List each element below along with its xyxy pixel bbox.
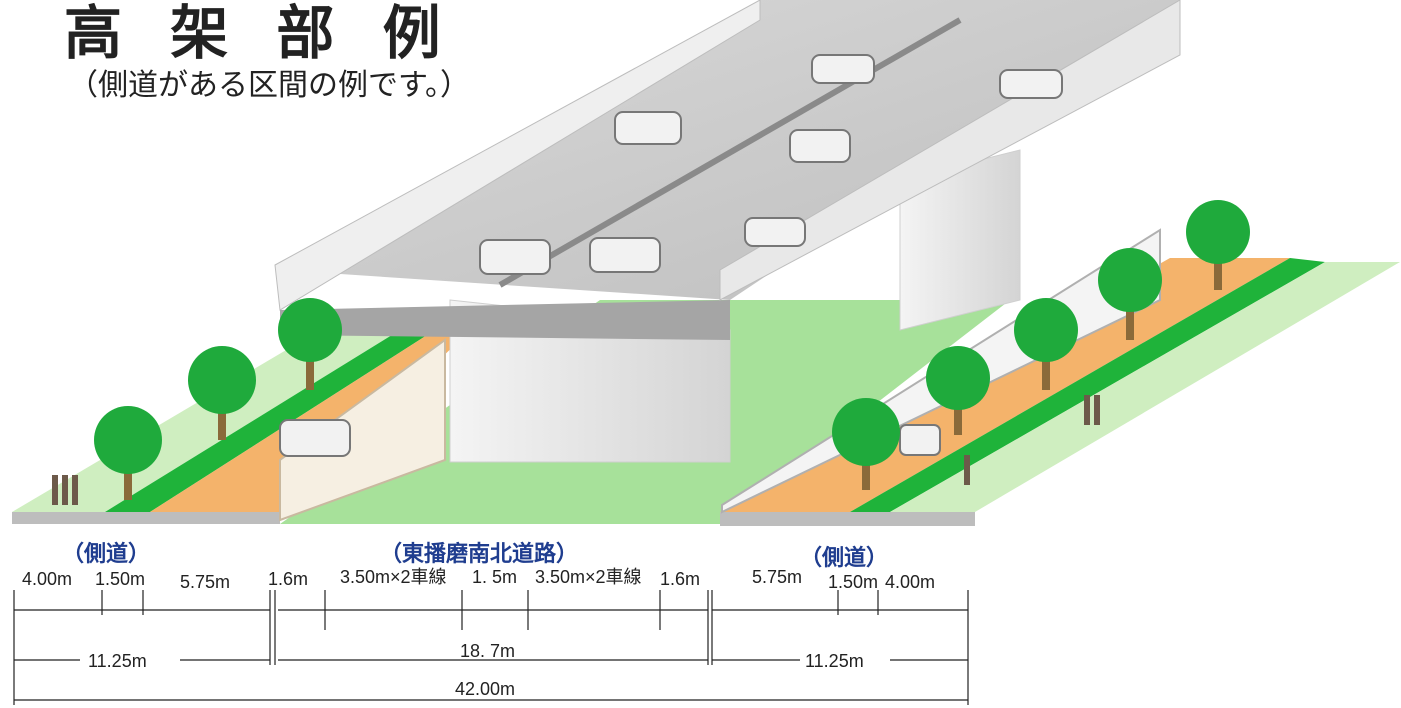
- dim-lanes-2: 3.50m×2車線: [535, 567, 642, 587]
- tree: [1098, 248, 1162, 340]
- center-section-label: （東播磨南北道路）: [380, 541, 578, 567]
- deck-underside: [280, 300, 730, 340]
- left-noise-barrier: [279, 338, 446, 522]
- dim-left-shoulder: 1.6m: [268, 569, 308, 589]
- right-section-label: （側道）: [800, 545, 888, 571]
- pedestrian: [964, 455, 970, 485]
- car: [789, 129, 851, 163]
- right-curb: [720, 512, 975, 526]
- dim-right-total: 11.25m: [805, 651, 864, 671]
- car: [811, 54, 875, 84]
- dim-right-road: 5.75m: [752, 567, 802, 587]
- left-green-strip: [105, 330, 435, 512]
- tree: [832, 398, 900, 490]
- car: [614, 111, 682, 145]
- left-curb: [12, 512, 280, 524]
- pedestrian: [72, 475, 78, 505]
- pedestrian: [1094, 395, 1100, 425]
- cars: [279, 54, 1063, 457]
- page-title: 高 架 部 例: [64, 0, 455, 67]
- car: [744, 217, 806, 247]
- pedestrian: [1084, 395, 1090, 425]
- page-subtitle: （側道がある区間の例です。）: [68, 68, 470, 103]
- pedestrians: [52, 395, 1100, 505]
- dim-overall: 42.00m: [455, 679, 515, 699]
- tree: [94, 406, 162, 500]
- car: [279, 419, 351, 457]
- tree: [1186, 200, 1250, 290]
- car: [589, 237, 661, 273]
- trees: [94, 200, 1250, 500]
- right-green-strip: [850, 258, 1325, 512]
- tree: [278, 298, 342, 390]
- dim-right-sidewalk: 4.00m: [885, 572, 935, 592]
- deck-left-edge: [274, 0, 761, 311]
- pedestrian: [52, 475, 58, 505]
- dim-right-green: 1.50m: [828, 572, 878, 592]
- dim-left-road: 5.75m: [180, 572, 230, 592]
- right-sidewalk: [890, 262, 1400, 512]
- car: [479, 239, 551, 275]
- dim-left-total: 11.25m: [88, 651, 147, 671]
- dim-right-shoulder: 1.6m: [660, 569, 700, 589]
- dim-lanes-1: 3.50m×2車線: [340, 567, 447, 587]
- dim-center-total: 18. 7m: [460, 641, 515, 661]
- median-barrier: [498, 17, 962, 288]
- tree: [926, 346, 990, 435]
- car: [999, 69, 1063, 99]
- left-section-label: （側道）: [62, 541, 150, 567]
- tree: [1014, 298, 1078, 390]
- dim-median: 1. 5m: [472, 567, 517, 587]
- car: [899, 424, 941, 456]
- dimension-lines: [13, 590, 969, 705]
- dim-left-sidewalk: 4.00m: [22, 569, 72, 589]
- dim-left-green: 1.50m: [95, 569, 145, 589]
- pedestrian: [62, 475, 68, 505]
- tree: [188, 346, 256, 440]
- elevated-deck: [274, 0, 1181, 340]
